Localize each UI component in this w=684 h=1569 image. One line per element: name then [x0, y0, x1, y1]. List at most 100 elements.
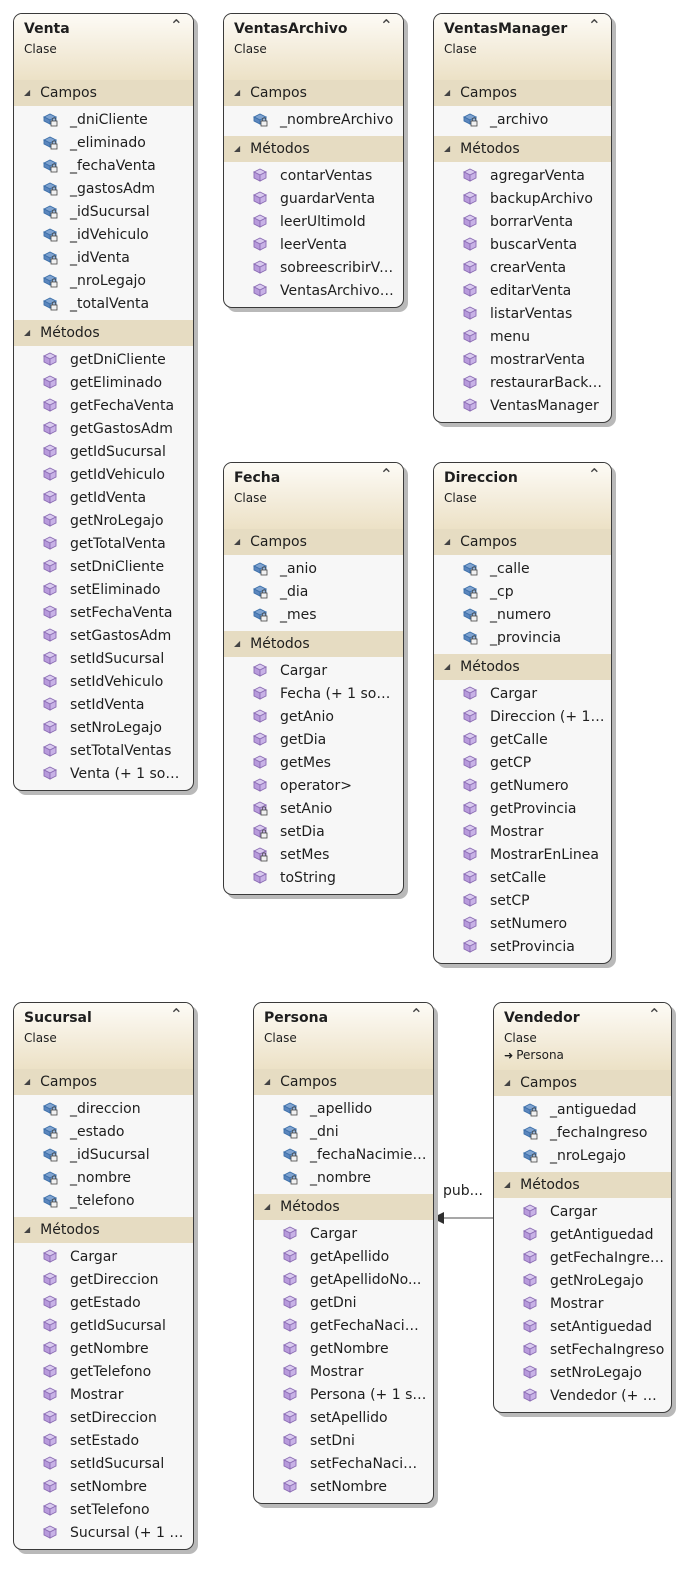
method-item[interactable]: setGastosAdm [14, 625, 193, 648]
method-item[interactable]: getDia [224, 729, 403, 752]
method-item[interactable]: getNombre [254, 1338, 433, 1361]
method-item[interactable]: setDniCliente [14, 556, 193, 579]
method-item[interactable]: Venta (+ 1 sobr... [14, 763, 193, 786]
method-item[interactable]: getDni [254, 1292, 433, 1315]
triangle-down-icon[interactable]: ◢ [234, 639, 241, 648]
method-item[interactable]: sobreescribirVe... [224, 257, 403, 280]
method-item[interactable]: editarVenta [434, 280, 611, 303]
field-item[interactable]: _telefono [14, 1190, 193, 1213]
method-item[interactable]: getIdSucursal [14, 441, 193, 464]
method-item[interactable]: toString [224, 867, 403, 890]
fields-section-header[interactable]: ◢Campos [224, 529, 403, 555]
method-item[interactable]: Sucursal (+ 1 s... [14, 1522, 193, 1545]
field-item[interactable]: _dniCliente [14, 109, 193, 132]
chevron-up-icon[interactable]: ⌃ [647, 1005, 661, 1024]
method-item[interactable]: getApellidoNo... [254, 1269, 433, 1292]
field-item[interactable]: _nroLegajo [494, 1145, 671, 1168]
field-item[interactable]: _idVenta [14, 247, 193, 270]
method-item[interactable]: getAnio [224, 706, 403, 729]
method-item[interactable]: getEliminado [14, 372, 193, 395]
chevron-up-icon[interactable]: ⌃ [169, 16, 183, 35]
methods-section-header[interactable]: ◢Métodos [224, 631, 403, 657]
method-item[interactable]: setDni [254, 1430, 433, 1453]
method-item[interactable]: getTotalVenta [14, 533, 193, 556]
field-item[interactable]: _fechaVenta [14, 155, 193, 178]
method-item[interactable]: setNombre [254, 1476, 433, 1499]
chevron-up-icon[interactable]: ⌃ [169, 1005, 183, 1024]
method-item[interactable]: Cargar [494, 1201, 671, 1224]
triangle-down-icon[interactable]: ◢ [504, 1180, 511, 1189]
methods-section-header[interactable]: ◢Métodos [224, 136, 403, 162]
triangle-down-icon[interactable]: ◢ [504, 1078, 511, 1087]
method-item[interactable]: setEstado [14, 1430, 193, 1453]
method-item[interactable]: getFechaVenta [14, 395, 193, 418]
field-item[interactable]: _dia [224, 581, 403, 604]
method-item[interactable]: leerVenta [224, 234, 403, 257]
field-item[interactable]: _nombreArchivo [224, 109, 403, 132]
method-item[interactable]: getCP [434, 752, 611, 775]
method-item[interactable]: VentasManager [434, 395, 611, 418]
field-item[interactable]: _anio [224, 558, 403, 581]
field-item[interactable]: _nombre [254, 1167, 433, 1190]
method-item[interactable]: guardarVenta [224, 188, 403, 211]
field-item[interactable]: _eliminado [14, 132, 193, 155]
field-item[interactable]: _apellido [254, 1098, 433, 1121]
chevron-up-icon[interactable]: ⌃ [587, 16, 601, 35]
method-item[interactable]: leerUltimoId [224, 211, 403, 234]
fields-section-header[interactable]: ◢Campos [254, 1069, 433, 1095]
method-item[interactable]: setDireccion [14, 1407, 193, 1430]
method-item[interactable]: setNumero [434, 913, 611, 936]
method-item[interactable]: agregarVenta [434, 165, 611, 188]
method-item[interactable]: contarVentas [224, 165, 403, 188]
method-item[interactable]: getDireccion [14, 1269, 193, 1292]
method-item[interactable]: getMes [224, 752, 403, 775]
fields-section-header[interactable]: ◢Campos [494, 1070, 671, 1096]
field-item[interactable]: _idSucursal [14, 1144, 193, 1167]
method-item[interactable]: Mostrar [14, 1384, 193, 1407]
chevron-up-icon[interactable]: ⌃ [409, 1005, 423, 1024]
field-item[interactable]: _direccion [14, 1098, 193, 1121]
method-item[interactable]: getTelefono [14, 1361, 193, 1384]
chevron-up-icon[interactable]: ⌃ [379, 16, 393, 35]
triangle-down-icon[interactable]: ◢ [444, 537, 451, 546]
method-item[interactable]: setAnio [224, 798, 403, 821]
method-item[interactable]: Vendedor (+ 1... [494, 1385, 671, 1408]
method-item[interactable]: setTelefono [14, 1499, 193, 1522]
method-item[interactable]: MostrarEnLinea [434, 844, 611, 867]
method-item[interactable]: getFechaIngreso [494, 1247, 671, 1270]
field-item[interactable]: _idVehiculo [14, 224, 193, 247]
method-item[interactable]: Cargar [434, 683, 611, 706]
method-item[interactable]: getDniCliente [14, 349, 193, 372]
method-item[interactable]: listarVentas [434, 303, 611, 326]
field-item[interactable]: _fechaIngreso [494, 1122, 671, 1145]
method-item[interactable]: Direccion (+ 1 s... [434, 706, 611, 729]
method-item[interactable]: Cargar [254, 1223, 433, 1246]
method-item[interactable]: setFechaIngreso [494, 1339, 671, 1362]
field-item[interactable]: _calle [434, 558, 611, 581]
triangle-down-icon[interactable]: ◢ [24, 88, 31, 97]
method-item[interactable]: mostrarVenta [434, 349, 611, 372]
methods-section-header[interactable]: ◢Métodos [434, 136, 611, 162]
method-item[interactable]: setNroLegajo [494, 1362, 671, 1385]
methods-section-header[interactable]: ◢Métodos [494, 1172, 671, 1198]
field-item[interactable]: _archivo [434, 109, 611, 132]
fields-section-header[interactable]: ◢Campos [224, 80, 403, 106]
field-item[interactable]: _idSucursal [14, 201, 193, 224]
field-item[interactable]: _cp [434, 581, 611, 604]
methods-section-header[interactable]: ◢Métodos [254, 1194, 433, 1220]
field-item[interactable]: _gastosAdm [14, 178, 193, 201]
method-item[interactable]: getCalle [434, 729, 611, 752]
method-item[interactable]: buscarVenta [434, 234, 611, 257]
method-item[interactable]: setIdSucursal [14, 648, 193, 671]
field-item[interactable]: _fechaNacimien... [254, 1144, 433, 1167]
method-item[interactable]: setCalle [434, 867, 611, 890]
triangle-down-icon[interactable]: ◢ [444, 88, 451, 97]
method-item[interactable]: Cargar [224, 660, 403, 683]
field-item[interactable]: _dni [254, 1121, 433, 1144]
